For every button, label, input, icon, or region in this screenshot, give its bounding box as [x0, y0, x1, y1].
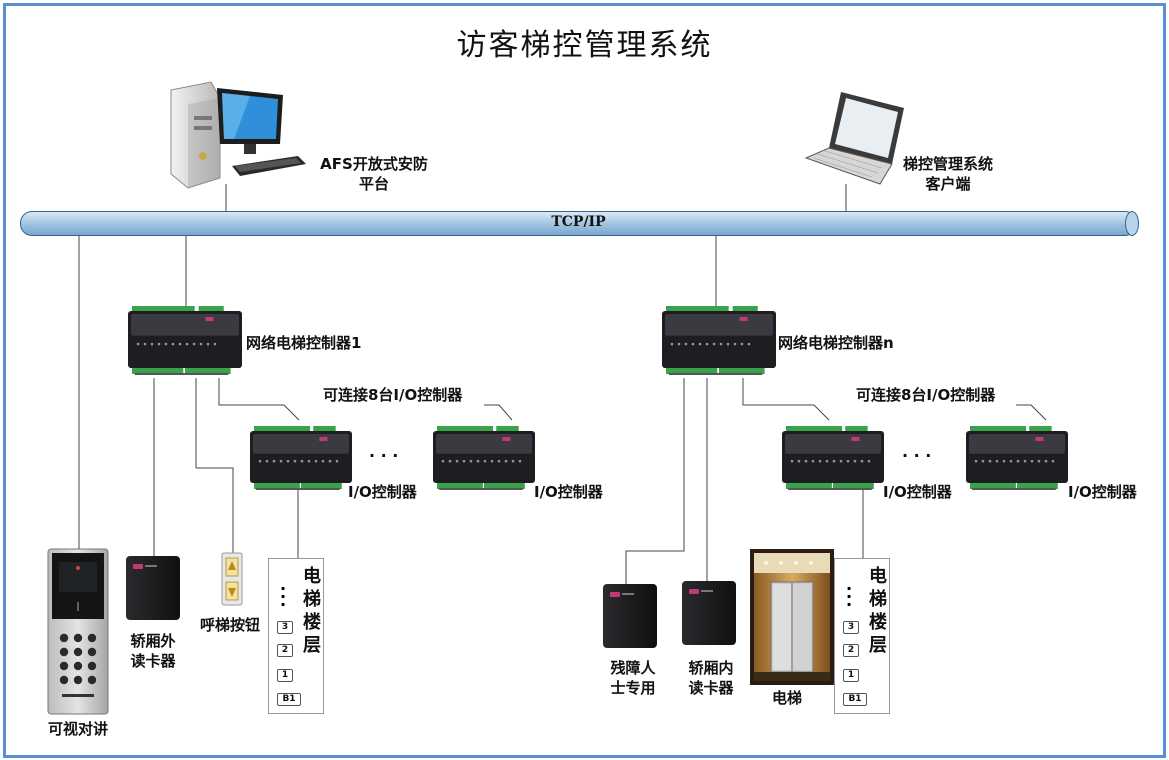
inside-reader-label: 轿厢内 读卡器 — [680, 658, 742, 698]
floor-label-char: 梯 — [869, 589, 887, 610]
floor-button-3: 3 — [843, 621, 859, 634]
floor-button-1: 1 — [277, 669, 293, 682]
floor-label-char: 层 — [869, 635, 887, 656]
io-controller-right-a — [782, 426, 884, 490]
keypad-key — [73, 661, 83, 671]
inside-reader-label-line1: 轿厢内 — [688, 659, 734, 677]
inside-reader-label-line2: 读卡器 — [688, 679, 734, 697]
accessible-reader-label-line1: 残障人 — [610, 659, 656, 677]
keypad-key — [73, 633, 83, 643]
platform-label-line1: AFS开放式安防 — [320, 155, 428, 173]
floor-panel-label: 电 梯 楼 层 — [869, 565, 887, 657]
left-io-label-b: I/O控制器 — [534, 483, 603, 501]
left-io-note: 可连接8台I/O控制器 — [323, 386, 463, 404]
controller-n-label: 网络电梯控制器n — [778, 334, 894, 352]
keypad-key — [59, 675, 69, 685]
right-io-label-b: I/O控制器 — [1068, 483, 1137, 501]
keypad-key — [87, 633, 97, 643]
platform-label-line2: 平台 — [358, 175, 389, 193]
intercom-label: 可视对讲 — [48, 720, 109, 738]
right-floor-panel: ··· 3 2 1 B1 电 梯 楼 层 — [834, 558, 890, 714]
diagram-title: 访客梯控管理系统 — [456, 28, 713, 63]
io-controller-left-b — [433, 426, 535, 490]
keypad-key — [87, 661, 97, 671]
left-io-label-a: I/O控制器 — [348, 483, 417, 501]
outside-reader-label-line1: 轿厢外 — [130, 632, 176, 650]
keypad-key — [73, 675, 83, 685]
floor-button-1: 1 — [843, 669, 859, 682]
bus-label: TCP/IP — [551, 214, 606, 230]
client-label-line2: 客户端 — [925, 175, 971, 193]
desktop-pc-icon — [170, 81, 306, 189]
io-controller-left-a — [250, 426, 352, 490]
controller-1-label: 网络电梯控制器1 — [246, 334, 362, 352]
elevator-icon — [750, 549, 834, 685]
floor-panel-label: 电 梯 楼 层 — [303, 565, 321, 657]
left-ellipsis: · · · — [369, 446, 399, 465]
keypad-key — [87, 647, 97, 657]
card-reader-inside-icon — [682, 581, 736, 645]
left-floor-panel: ··· 3 2 1 B1 电 梯 楼 层 — [268, 558, 324, 714]
diagram-frame: 访客梯控管理系统 — [3, 3, 1166, 758]
keypad-key — [87, 675, 97, 685]
floor-label-char: 楼 — [303, 612, 321, 633]
keypad-key — [73, 647, 83, 657]
floor-button-3: 3 — [277, 621, 293, 634]
floor-ellipsis: ··· — [846, 579, 853, 614]
floor-label-char: 楼 — [869, 612, 887, 633]
keypad-key — [59, 633, 69, 643]
floor-ellipsis: ··· — [280, 579, 287, 614]
network-controller-1 — [128, 306, 242, 375]
card-reader-accessible-icon — [603, 584, 657, 648]
floor-button-b1: B1 — [277, 693, 301, 706]
keypad-key — [59, 647, 69, 657]
card-reader-outside-icon — [126, 556, 180, 620]
elevator-label: 电梯 — [772, 689, 803, 707]
accessible-reader-label: 残障人 士专用 — [602, 658, 664, 698]
platform-label: AFS开放式安防 平台 — [306, 154, 442, 194]
floor-label-char: 梯 — [303, 589, 321, 610]
right-io-label-a: I/O控制器 — [883, 483, 952, 501]
floor-label-char: 电 — [869, 566, 887, 587]
io-controller-right-b — [966, 426, 1068, 490]
floor-label-char: 层 — [303, 635, 321, 656]
laptop-icon — [804, 92, 904, 185]
floor-label-char: 电 — [303, 566, 321, 587]
outside-reader-label: 轿厢外 读卡器 — [121, 631, 185, 671]
network-controller-n — [662, 306, 776, 375]
video-intercom-icon — [47, 548, 109, 715]
keypad-key — [59, 661, 69, 671]
right-ellipsis: · · · — [902, 446, 932, 465]
right-io-note: 可连接8台I/O控制器 — [856, 386, 996, 404]
call-button-icon — [221, 552, 243, 606]
tcpip-network-bus: TCP/IP — [20, 211, 1139, 236]
client-label-line1: 梯控管理系统 — [902, 155, 993, 173]
accessible-reader-label-line2: 士专用 — [610, 679, 656, 697]
floor-button-2: 2 — [277, 644, 293, 657]
floor-button-2: 2 — [843, 644, 859, 657]
call-button-label: 呼梯按钮 — [200, 616, 261, 634]
bus-end-cap — [1125, 211, 1139, 236]
outside-reader-label-line2: 读卡器 — [130, 652, 176, 670]
floor-button-b1: B1 — [843, 693, 867, 706]
diagram-lines — [47, 81, 1068, 715]
client-label: 梯控管理系统 客户端 — [888, 154, 1008, 194]
